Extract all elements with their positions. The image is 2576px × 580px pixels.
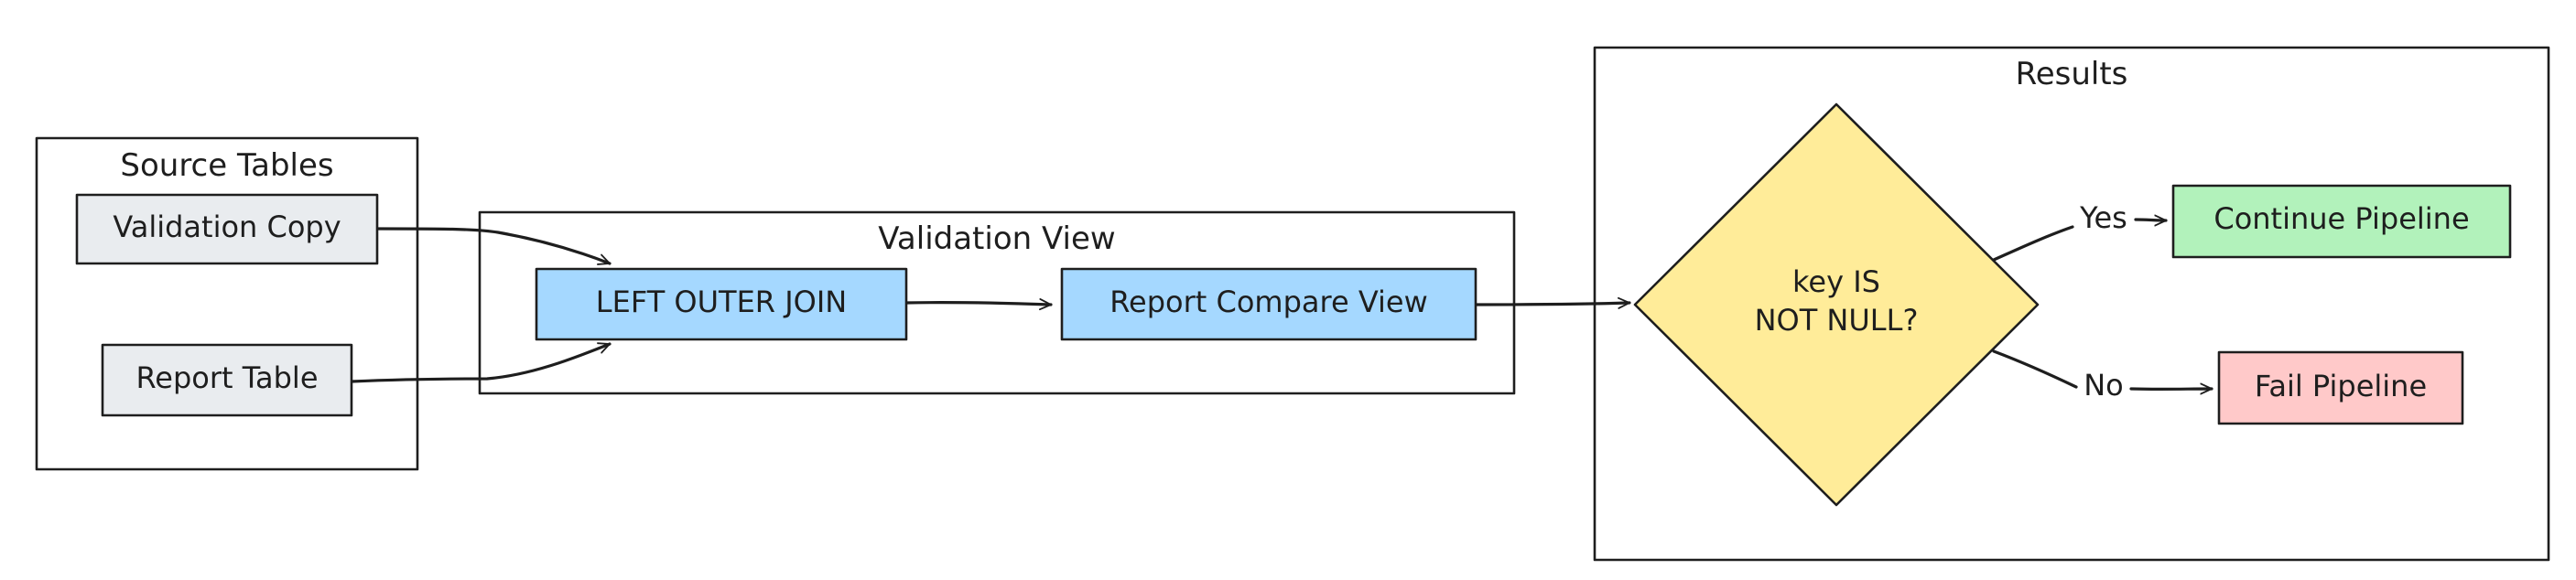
- yes-edge-label: Yes: [2079, 200, 2127, 235]
- continue-pipeline-box: [2171, 184, 2512, 259]
- left-outer-join-box: [535, 267, 908, 341]
- validation-copy-node[interactable]: Validation Copy: [75, 193, 379, 265]
- validation-view-title: Validation View: [878, 220, 1115, 257]
- report-compare-view-box: [1060, 267, 1477, 341]
- report-compare-view-node[interactable]: Report Compare View: [1060, 267, 1477, 341]
- edge-report-table-to-join: [350, 344, 612, 383]
- left-outer-join-node[interactable]: LEFT OUTER JOIN: [535, 267, 908, 341]
- decision-node[interactable]: key IS NOT NULL?: [1633, 102, 2040, 507]
- fail-pipeline-label: Fail Pipeline: [2255, 369, 2427, 403]
- validation-copy-box: [75, 193, 379, 265]
- fail-pipeline-node[interactable]: Fail Pipeline: [2217, 350, 2464, 425]
- results-title: Results: [2016, 56, 2128, 92]
- decision-diamond: [1633, 102, 2040, 507]
- edge-validation-copy-to-join: [375, 227, 612, 263]
- report-table-label: Report Table: [136, 360, 319, 395]
- continue-pipeline-label: Continue Pipeline: [2213, 201, 2469, 236]
- validation-copy-label: Validation Copy: [113, 209, 341, 244]
- left-outer-join-label: LEFT OUTER JOIN: [596, 285, 847, 319]
- report-table-node[interactable]: Report Table: [101, 343, 353, 417]
- edge-compare-to-decision: [1474, 303, 1631, 305]
- report-compare-view-label: Report Compare View: [1109, 285, 1428, 319]
- edge-decision-yes: [1992, 225, 2074, 262]
- decision-label-line-1: key IS: [1792, 264, 1880, 299]
- report-table-box: [101, 343, 353, 417]
- edge-join-to-compare: [904, 303, 1053, 305]
- edges: [350, 220, 2213, 389]
- source-tables-group: Source Tables: [35, 136, 419, 471]
- continue-pipeline-node[interactable]: Continue Pipeline: [2171, 184, 2512, 259]
- edge-decision-no: [1992, 349, 2078, 389]
- fail-pipeline-box: [2217, 350, 2464, 425]
- source-tables-title: Source Tables: [120, 147, 333, 184]
- source-tables-frame: [35, 136, 419, 471]
- decision-label-line-2: NOT NULL?: [1755, 303, 1919, 338]
- no-edge-label: No: [2084, 368, 2124, 403]
